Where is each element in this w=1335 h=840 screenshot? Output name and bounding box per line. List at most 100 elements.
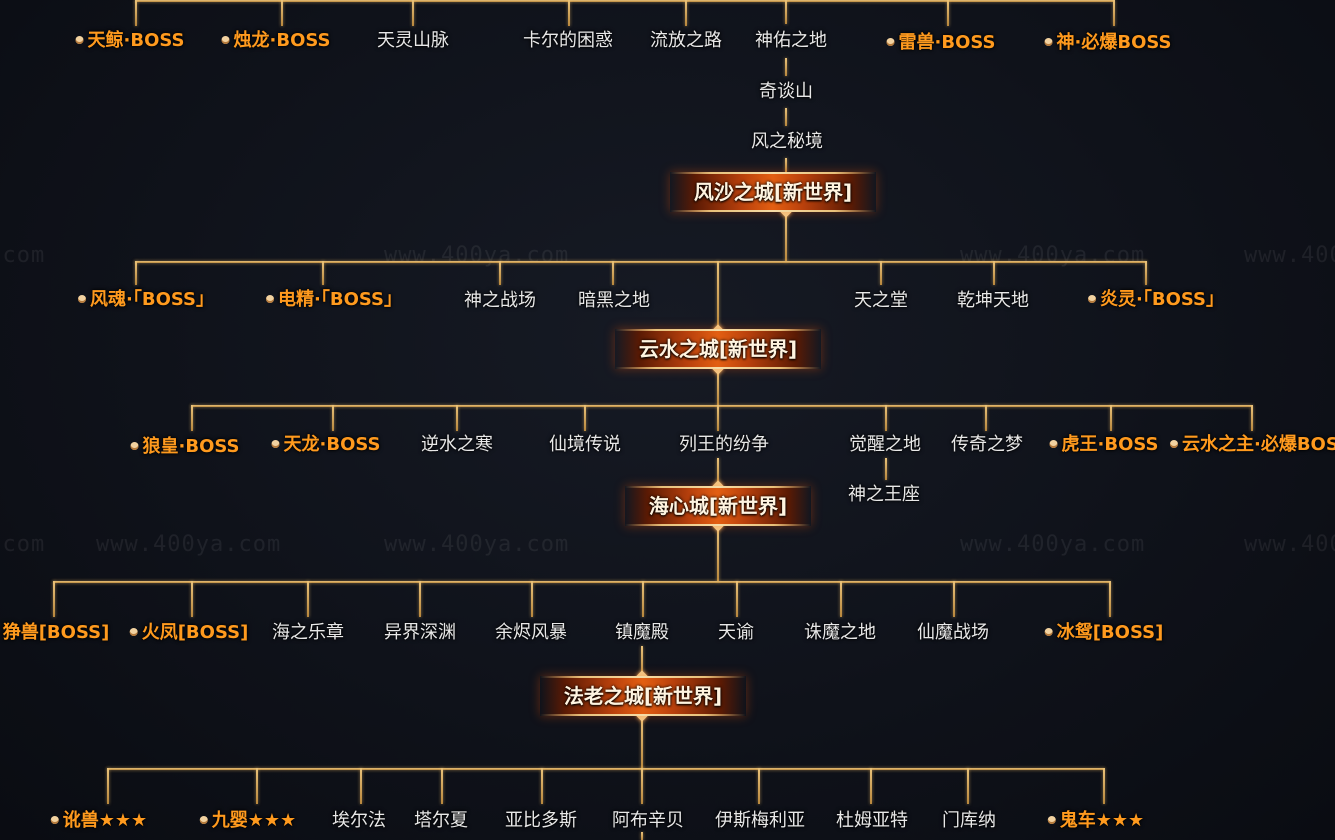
connector [880, 261, 882, 285]
map-node[interactable]: 乾坤天地 [957, 290, 1029, 312]
map-node-boss[interactable]: 风魂·「BOSS」 [78, 289, 214, 311]
skull-icon [1047, 816, 1056, 824]
map-node[interactable]: 神之战场 [464, 290, 536, 312]
map-node-boss[interactable]: 火凤[BOSS] [129, 622, 248, 644]
map-node[interactable]: 塔尔夏 [414, 810, 468, 832]
map-node[interactable]: 门库纳 [942, 810, 996, 832]
city-banner-haixin[interactable]: 海心城[新世界] [624, 486, 812, 526]
node-label: 卡尔的困惑 [523, 30, 613, 51]
connector [135, 261, 1146, 263]
map-node[interactable]: 流放之路 [650, 30, 722, 52]
watermark: www.400ya.com [384, 532, 570, 557]
map-node-boss[interactable]: 冰鸳[BOSS] [1044, 622, 1163, 644]
node-label: 天谕 [718, 622, 754, 643]
map-node[interactable]: 天谕 [718, 622, 754, 644]
map-node[interactable]: 阿布辛贝 [612, 810, 684, 832]
node-label: 杜姆亚特 [836, 810, 908, 831]
map-node-boss[interactable]: 雷兽·BOSS [886, 32, 996, 54]
map-node[interactable]: 镇魔殿 [615, 622, 669, 644]
node-label: 烛龙·BOSS [233, 30, 331, 51]
connector [885, 405, 887, 431]
map-node[interactable]: 神佑之地 [755, 30, 827, 52]
map-node[interactable]: 余烬风暴 [495, 622, 567, 644]
map-node[interactable]: 异界深渊 [384, 622, 456, 644]
map-node[interactable]: 奇谈山 [759, 81, 813, 103]
map-node[interactable]: 风之秘境 [751, 131, 823, 153]
map-node-boss[interactable]: 鬼车★★★ [1047, 810, 1145, 832]
connector [322, 261, 324, 285]
skull-icon [1170, 440, 1178, 448]
node-label: 传奇之梦 [951, 434, 1023, 455]
map-node[interactable]: 天之堂 [854, 290, 908, 312]
city-banner-yunshui[interactable]: 云水之城[新世界] [614, 329, 822, 369]
connector [885, 458, 887, 480]
map-node-boss[interactable]: 云水之主·必爆BOSS [1170, 434, 1335, 456]
connector [135, 261, 137, 285]
map-node[interactable]: 神之王座 [848, 484, 920, 506]
connector [785, 58, 787, 76]
node-label: 诛魔之地 [804, 622, 876, 643]
map-node-boss[interactable]: 天龙·BOSS [271, 434, 380, 456]
map-node-boss[interactable]: 炎灵·「BOSS」 [1088, 289, 1224, 311]
connector [641, 768, 643, 804]
connector [717, 405, 719, 431]
map-node-boss[interactable]: 讹兽★★★ [50, 810, 147, 832]
map-node-boss[interactable]: 电精·「BOSS」 [266, 289, 402, 311]
map-node[interactable]: 亚比多斯 [505, 810, 577, 832]
watermark: www.400ya.com [0, 532, 46, 557]
map-node[interactable]: 仙境传说 [549, 434, 621, 456]
skull-icon [266, 295, 275, 303]
connector [332, 405, 334, 431]
node-label: 神之战场 [464, 290, 536, 311]
connector [541, 768, 543, 804]
map-node-boss[interactable]: 九婴★★★ [199, 810, 296, 832]
map-node[interactable]: 暗黑之地 [578, 290, 650, 312]
map-node[interactable]: 杜姆亚特 [836, 810, 908, 832]
map-node[interactable]: 诛魔之地 [804, 622, 876, 644]
node-label: 奇谈山 [759, 81, 813, 102]
skull-icon [75, 36, 84, 44]
node-label: 神·必爆BOSS [1056, 32, 1172, 53]
map-node[interactable]: 列王的纷争 [679, 434, 769, 456]
map-node[interactable]: 卡尔的困惑 [523, 30, 613, 52]
map-node-boss[interactable]: 烛龙·BOSS [221, 30, 331, 52]
map-node[interactable]: 天灵山脉 [377, 30, 449, 52]
map-node-boss[interactable]: 天鲸·BOSS [75, 30, 184, 52]
map-node[interactable]: 仙魔战场 [917, 622, 989, 644]
node-label: 电精·「BOSS」 [278, 289, 402, 310]
node-label: 逆水之寒 [421, 434, 493, 455]
skull-icon [78, 295, 87, 303]
connector [685, 0, 687, 26]
skull-icon [1044, 38, 1053, 46]
node-label: 阿布辛贝 [612, 810, 684, 831]
map-node[interactable]: 伊斯梅利亚 [715, 810, 805, 832]
connector [641, 832, 643, 840]
map-node[interactable]: 逆水之寒 [421, 434, 493, 456]
city-banner-fengsha[interactable]: 风沙之城[新世界] [669, 172, 877, 212]
skull-icon [1088, 295, 1097, 303]
connector [612, 261, 614, 285]
connector [441, 768, 443, 804]
node-label: 仙魔战场 [917, 622, 989, 643]
connector [456, 405, 458, 431]
city-banner-falao[interactable]: 法老之城[新世界] [539, 676, 747, 716]
connector [53, 581, 55, 617]
map-node-boss[interactable]: 狼皇·BOSS [130, 436, 239, 458]
node-label: 天之堂 [854, 290, 908, 311]
connector [1103, 768, 1105, 804]
map-node[interactable]: 海之乐章 [272, 622, 344, 644]
skull-icon [130, 442, 139, 450]
connector [642, 581, 644, 617]
node-label: 鬼车★★★ [1059, 810, 1145, 831]
map-node[interactable]: 埃尔法 [332, 810, 386, 832]
connector [785, 212, 787, 262]
watermark: www.400ya.com [1244, 532, 1335, 557]
map-node[interactable]: 觉醒之地 [849, 434, 921, 456]
map-node-boss[interactable]: 狰兽[BOSS] [0, 622, 110, 644]
connector [531, 581, 533, 617]
map-node-boss[interactable]: 神·必爆BOSS [1044, 32, 1172, 54]
map-node-boss[interactable]: 虎王·BOSS [1049, 434, 1158, 456]
map-node[interactable]: 传奇之梦 [951, 434, 1023, 456]
node-label: 雷兽·BOSS [898, 32, 996, 53]
